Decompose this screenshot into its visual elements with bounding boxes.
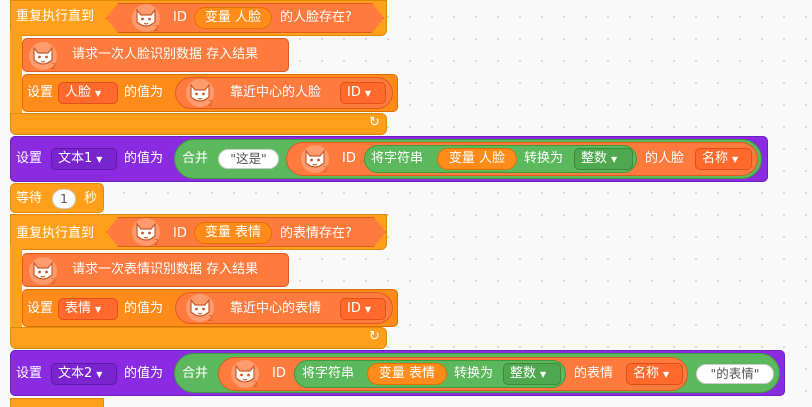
- expression-variable-dropdown[interactable]: 表情▼: [58, 298, 118, 320]
- join-label: 合并: [182, 151, 209, 166]
- repeat-until-expression-footer[interactable]: [10, 327, 387, 349]
- condition-suffix: 的人脸存在?: [280, 10, 352, 25]
- text2-variable-dropdown[interactable]: 文本2▼: [51, 363, 117, 385]
- convert-string-label: 将字符串: [371, 151, 424, 166]
- next-block-partial[interactable]: [10, 398, 104, 407]
- chevron-down-icon: ▼: [540, 370, 547, 379]
- request-expression-label: 请求一次表情识别数据 存入结果: [72, 262, 259, 277]
- variable-face-reporter[interactable]: 变量 人脸: [437, 148, 517, 170]
- expression-name-dropdown[interactable]: 名称▼: [626, 363, 683, 385]
- set-label: 设置: [27, 301, 54, 316]
- chevron-down-icon: ▼: [364, 89, 372, 98]
- join-string-input[interactable]: "的表情": [696, 364, 774, 384]
- text2-variable-value: 文本2: [58, 366, 93, 381]
- int-type-dropdown[interactable]: 整数▼: [574, 148, 633, 170]
- repeat-until-face-arm: [10, 30, 22, 120]
- repeat-until-label: 重复执行直到: [16, 226, 95, 241]
- join-label: 合并: [182, 366, 209, 381]
- variable-expression-reporter[interactable]: 变量 表情: [367, 363, 447, 385]
- join-string-value: 这是: [235, 151, 261, 166]
- variable-expression-text: 变量 表情: [378, 366, 436, 381]
- value-to-label: 的值为: [124, 151, 164, 166]
- expression-id-label: ID: [272, 366, 286, 381]
- repeat-until-expression-arm: [10, 244, 22, 334]
- nearest-face-label: 靠近中心的人脸: [230, 85, 322, 100]
- chevron-down-icon: ▼: [364, 305, 372, 314]
- seconds-unit: 秒: [84, 191, 98, 206]
- wait-seconds-value: 1: [60, 191, 68, 206]
- face-property-dropdown[interactable]: ID▼: [340, 82, 386, 104]
- variable-expression-reporter[interactable]: 变量 表情: [194, 222, 272, 244]
- set-label: 设置: [16, 366, 43, 381]
- join-string-value: 的表情: [716, 366, 754, 381]
- chevron-down-icon: ▼: [96, 370, 103, 379]
- variable-face-reporter[interactable]: 变量 人脸: [194, 7, 272, 29]
- chevron-down-icon: ▼: [95, 89, 102, 98]
- face-name-dropdown[interactable]: 名称▼: [695, 148, 752, 170]
- chevron-down-icon: ▼: [663, 370, 670, 379]
- repeat-until-face-footer[interactable]: [10, 113, 387, 135]
- chevron-down-icon: ▼: [96, 155, 103, 164]
- expression-variable-value: 表情: [65, 301, 92, 316]
- text1-variable-dropdown[interactable]: 文本1▼: [51, 148, 117, 170]
- int-type-value: 整数: [510, 366, 537, 381]
- condition-id-label: ID: [173, 10, 187, 25]
- value-to-label: 的值为: [124, 301, 164, 316]
- expression-of-label: 的表情: [574, 366, 614, 381]
- repeat-until-label: 重复执行直到: [16, 9, 95, 24]
- condition-id-label: ID: [173, 226, 187, 241]
- face-variable-value: 人脸: [65, 85, 92, 100]
- fox-face-2-icon: [131, 3, 161, 33]
- int-type-value: 整数: [581, 151, 608, 166]
- condition-suffix: 的表情存在?: [280, 226, 352, 241]
- fox-face-2-icon: [28, 256, 58, 286]
- fox-face-2-icon: [28, 41, 58, 71]
- request-face-label: 请求一次人脸识别数据 存入结果: [72, 47, 259, 62]
- convert-to-label: 转换为: [454, 366, 494, 381]
- convert-string-label: 将字符串: [302, 366, 355, 381]
- chevron-down-icon: ▼: [95, 305, 102, 314]
- join-string-input[interactable]: "这是": [218, 149, 279, 169]
- text1-variable-value: 文本1: [58, 151, 93, 166]
- int-type-dropdown[interactable]: 整数▼: [503, 363, 561, 385]
- face-property-value: ID: [347, 85, 361, 100]
- variable-expression-text: 变量 表情: [204, 225, 262, 240]
- expression-property-value: ID: [347, 301, 361, 316]
- value-to-label: 的值为: [124, 85, 164, 100]
- chevron-down-icon: ▼: [611, 155, 618, 164]
- set-label: 设置: [27, 85, 54, 100]
- nearest-expression-label: 靠近中心的表情: [230, 301, 322, 316]
- fox-face-2-icon: [185, 293, 215, 323]
- expression-name-value: 名称: [633, 366, 660, 381]
- expression-property-dropdown[interactable]: ID▼: [340, 298, 386, 320]
- request-expression-recognition-block[interactable]: [22, 253, 289, 287]
- loop-arrow-icon: ↻: [369, 115, 380, 130]
- chevron-down-icon: ▼: [732, 155, 739, 164]
- fox-face-2-icon: [230, 359, 260, 389]
- face-variable-dropdown[interactable]: 人脸▼: [58, 82, 118, 104]
- face-of-label: 的人脸: [645, 151, 685, 166]
- variable-face-text: 变量 人脸: [204, 10, 262, 25]
- variable-face-text: 变量 人脸: [448, 151, 506, 166]
- face-id-label: ID: [342, 151, 356, 166]
- request-face-recognition-block[interactable]: [22, 38, 289, 72]
- set-label: 设置: [16, 151, 43, 166]
- fox-face-2-icon: [300, 144, 330, 174]
- value-to-label: 的值为: [124, 366, 164, 381]
- fox-face-2-icon: [185, 78, 215, 108]
- wait-seconds-input[interactable]: 1: [52, 189, 76, 209]
- fox-face-2-icon: [131, 217, 161, 247]
- wait-label: 等待: [16, 191, 43, 206]
- loop-arrow-icon: ↻: [369, 329, 380, 344]
- convert-to-label: 转换为: [524, 151, 564, 166]
- face-name-value: 名称: [702, 151, 729, 166]
